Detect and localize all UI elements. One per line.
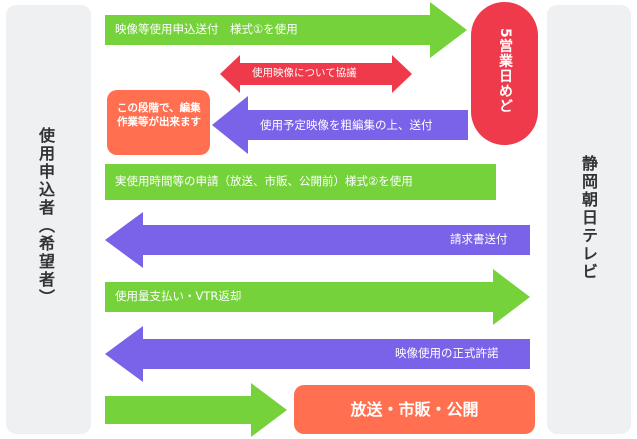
- bar-shape: [105, 164, 496, 200]
- step-7-arrow: 映像使用の正式許諾: [105, 326, 530, 382]
- step-8-arrow: [105, 383, 287, 437]
- broadcaster-box: 静岡朝日テレビ: [547, 5, 631, 434]
- step-7-label: 映像使用の正式許諾: [395, 346, 499, 360]
- outcome-box: 放送・市販・公開: [294, 385, 535, 434]
- broadcaster-label: 静岡朝日テレビ: [579, 155, 598, 281]
- editing-note-text: この段階で、編集作業等が出来ます: [117, 102, 201, 128]
- step-2-arrow: 使用映像について協議: [220, 55, 412, 93]
- deadline-label: 5営業日めど: [497, 28, 513, 114]
- step-6-arrow: 使用量支払い・VTR返却: [105, 269, 530, 325]
- step-6-label: 使用量支払い・VTR返却: [115, 289, 242, 303]
- step-2-label: 使用映像について協議: [252, 67, 357, 79]
- arrow-left-shape: [105, 212, 530, 268]
- step-1-arrow: 映像等使用申込送付 様式①を使用: [105, 2, 467, 58]
- step-4-bar: 実使用時間等の申請（放送、市販、公開前）様式②を使用: [105, 164, 496, 200]
- step-5-label: 請求書送付: [450, 232, 508, 246]
- arrow-right-shape: [105, 383, 287, 437]
- step-5-arrow: 請求書送付: [105, 212, 530, 268]
- arrow-right-shape: [105, 269, 530, 325]
- arrow-left-shape: [212, 96, 468, 154]
- arrow-left-shape: [105, 326, 530, 382]
- step-4-label: 実使用時間等の申請（放送、市販、公開前）様式②を使用: [115, 174, 413, 188]
- step-3-label: 使用予定映像を粗編集の上、送付: [260, 118, 433, 132]
- step-3-arrow: 使用予定映像を粗編集の上、送付: [212, 96, 468, 154]
- arrow-both-shape: [220, 55, 412, 93]
- applicant-label: 使用申込者（希望者）: [36, 127, 55, 307]
- outcome-label: 放送・市販・公開: [350, 400, 479, 419]
- applicant-box: 使用申込者（希望者）: [6, 5, 91, 434]
- arrow-right-shape: [105, 2, 467, 58]
- editing-note: この段階で、編集作業等が出来ます: [107, 90, 210, 155]
- step-1-label: 映像等使用申込送付 様式①を使用: [115, 22, 298, 36]
- deadline-badge: 5営業日めど: [471, 2, 538, 145]
